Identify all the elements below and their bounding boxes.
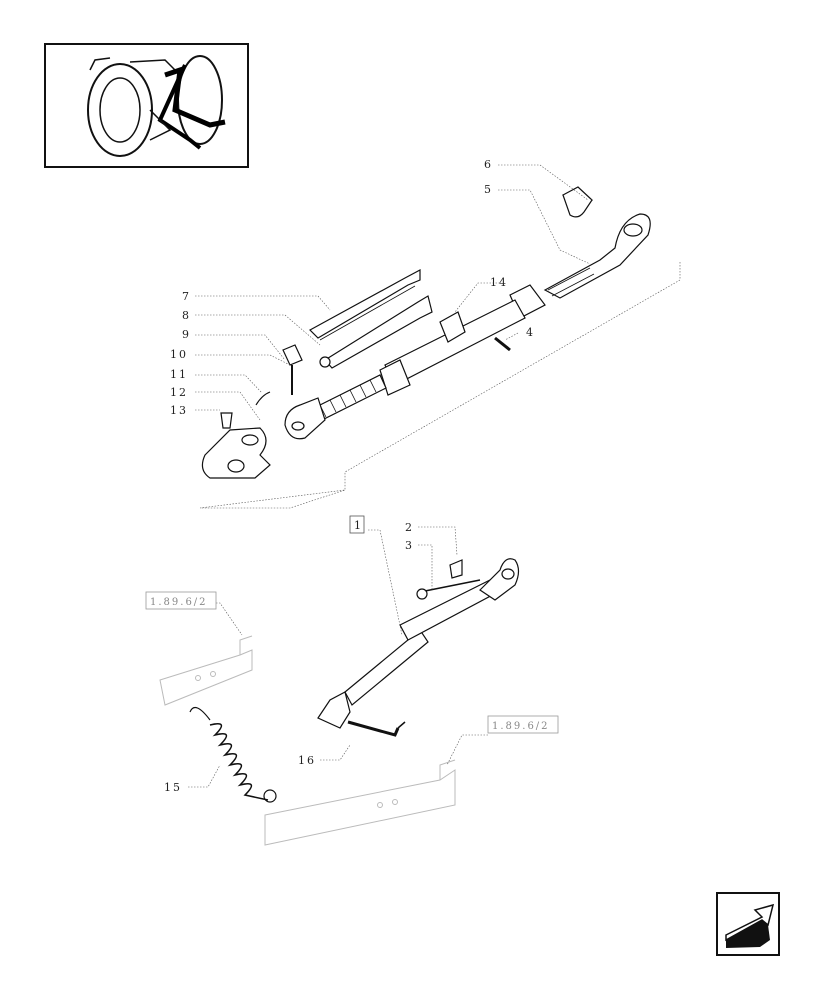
top-link-assembled <box>317 558 520 737</box>
callout-5: 5 <box>484 183 493 196</box>
reference-bracket-left <box>159 635 253 706</box>
callout-2: 2 <box>405 521 414 534</box>
reference-box-left[interactable] <box>145 591 217 610</box>
eye-hole <box>623 223 643 237</box>
spring-part <box>189 706 277 803</box>
callout-7: 7 <box>182 290 191 303</box>
eye-end-part <box>543 213 651 299</box>
reference-label-left[interactable]: 1.89.6/2 <box>150 597 208 608</box>
lynch-pin-16 <box>347 720 400 737</box>
tractor-rear-thumbnail-icon <box>44 43 249 168</box>
callout-13: 13 <box>170 404 188 417</box>
callout-3: 3 <box>405 539 414 552</box>
rod-part <box>324 295 433 369</box>
grease-nipple-part <box>220 412 233 429</box>
callout-4: 4 <box>526 326 535 339</box>
lower-eye-end <box>479 558 520 601</box>
back-arrow-icon[interactable] <box>716 892 780 956</box>
callout-16: 16 <box>298 754 316 767</box>
callout-11: 11 <box>170 368 188 381</box>
reference-bracket-right <box>264 759 456 846</box>
clamp-part <box>439 311 466 343</box>
callout-12: 12 <box>170 386 188 399</box>
callout-10: 10 <box>170 348 188 361</box>
callout-1-box <box>349 515 365 534</box>
top-link-exploded-assembly <box>201 186 651 479</box>
handle-part <box>309 269 421 339</box>
callout-1: 1 <box>354 519 363 532</box>
callout-8: 8 <box>182 309 191 322</box>
callout-15: 15 <box>164 781 182 794</box>
clip-part <box>255 391 271 406</box>
pin-cap-part <box>282 344 303 366</box>
reference-label-right[interactable]: 1.89.6/2 <box>492 721 550 732</box>
assembly-frame-line <box>199 262 681 509</box>
reference-box-right[interactable] <box>487 715 559 734</box>
callout-9: 9 <box>182 328 191 341</box>
fork-end-part <box>284 397 326 440</box>
callout-14: 14 <box>490 276 508 289</box>
callout-6: 6 <box>484 158 493 171</box>
bushing-part <box>561 186 594 218</box>
